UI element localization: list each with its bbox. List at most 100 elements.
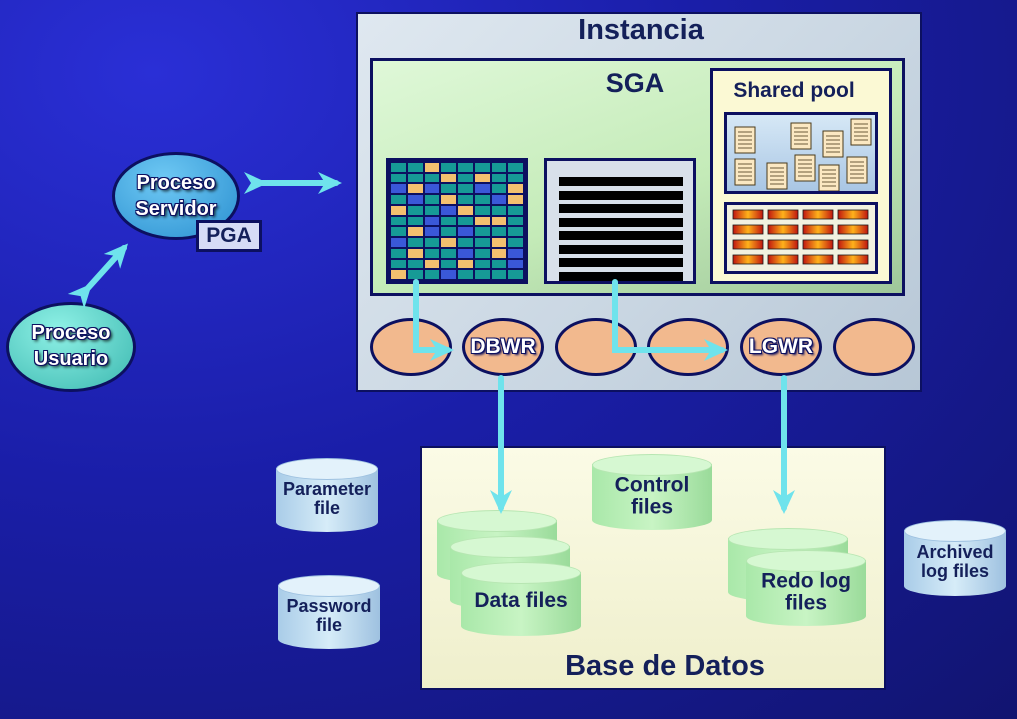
buffer-block (391, 270, 406, 279)
buffer-block (458, 195, 473, 204)
buffer-block (407, 248, 423, 258)
buffer-block (491, 163, 507, 172)
buffer-block (508, 248, 523, 258)
document-icon (766, 162, 788, 190)
lgwr-process: LGWR (740, 318, 822, 376)
buffer-block (424, 238, 440, 247)
redo-entry (559, 217, 683, 227)
server-process-label: Proceso Servidor (135, 172, 217, 220)
buffer-block (491, 205, 507, 215)
buffer-block (474, 259, 490, 269)
document-icon (734, 126, 756, 154)
buffer-block (491, 227, 507, 237)
archived-log-files-cylinder: Archived log files (904, 520, 1006, 596)
buffer-block (424, 259, 440, 269)
buffer-block (491, 238, 507, 247)
buffer-block (508, 173, 523, 183)
buffer-block (508, 184, 523, 194)
redo-entry (559, 204, 683, 213)
buffer-block (474, 184, 490, 194)
document-icon (850, 118, 872, 146)
control-files-label: Control files (614, 473, 690, 519)
buffer-block (491, 216, 507, 226)
library-cache (724, 112, 878, 194)
redo-entry (559, 258, 683, 267)
buffer-block (391, 238, 406, 247)
buffer-block (491, 184, 507, 194)
buffer-block (491, 173, 507, 183)
buffer-block (424, 173, 440, 183)
redo-entry (559, 244, 683, 254)
buffer-block (508, 227, 523, 237)
database-title: Base de Datos (565, 650, 765, 682)
buffer-block (407, 163, 423, 172)
buffer-block (458, 259, 473, 269)
dictionary-block (767, 239, 799, 250)
redo-log-files-label: Redo log files (761, 569, 851, 615)
document-icon (734, 158, 756, 186)
buffer-block (474, 216, 490, 226)
dbwr-process: DBWR (462, 318, 544, 376)
buffer-block (391, 184, 406, 194)
dictionary-block (802, 224, 834, 235)
user-process-label: Proceso Usuario (31, 322, 111, 370)
buffer-block (391, 163, 406, 172)
background-process-4 (647, 318, 729, 376)
buffer-block (424, 270, 440, 279)
buffer-block (474, 195, 490, 204)
buffer-block (474, 173, 490, 183)
instance-title: Instancia (578, 14, 704, 46)
buffer-block (441, 248, 456, 258)
archived-log-files-label: Archived log files (916, 541, 994, 581)
dictionary-block (732, 239, 764, 250)
buffer-block (441, 238, 456, 247)
buffer-block (508, 259, 523, 269)
buffer-block (424, 216, 440, 226)
buffer-block (441, 270, 456, 279)
buffer-block (474, 227, 490, 237)
document-icon (790, 122, 812, 150)
shared-pool-title: Shared pool (733, 79, 855, 102)
redo-log-files-cylinder: Redo log files (746, 550, 866, 626)
buffer-block (407, 216, 423, 226)
dictionary-block (802, 254, 834, 265)
dictionary-block (732, 209, 764, 220)
buffer-block (491, 259, 507, 269)
buffer-block (407, 173, 423, 183)
buffer-block (407, 259, 423, 269)
buffer-block (491, 248, 507, 258)
dictionary-block (802, 209, 834, 220)
sga-title: SGA (605, 68, 665, 98)
buffer-block (458, 248, 473, 258)
redo-entry (559, 231, 683, 240)
buffer-block (458, 238, 473, 247)
buffer-block (441, 205, 456, 215)
buffer-block (407, 227, 423, 237)
buffer-block (391, 195, 406, 204)
background-process-3 (555, 318, 637, 376)
document-icon (818, 164, 840, 192)
dictionary-block (767, 224, 799, 235)
buffer-block (441, 173, 456, 183)
buffer-block (407, 270, 423, 279)
background-process-6 (833, 318, 915, 376)
buffer-block (491, 195, 507, 204)
password-file-cylinder: Password file (278, 575, 380, 649)
dictionary-cache-blocks (732, 209, 869, 265)
buffer-block (508, 216, 523, 226)
database-buffer-cache (386, 158, 528, 284)
buffer-block (407, 195, 423, 204)
buffer-block (424, 163, 440, 172)
buffer-block (508, 270, 523, 279)
redo-entry (559, 190, 683, 200)
user-process-ellipse (6, 302, 136, 392)
dictionary-block (767, 209, 799, 220)
buffer-block (441, 163, 456, 172)
buffer-block (508, 163, 523, 172)
buffer-block (407, 205, 423, 215)
document-icon (846, 156, 868, 184)
buffer-block (424, 195, 440, 204)
dictionary-block (837, 254, 869, 265)
dictionary-block (837, 224, 869, 235)
library-cache-documents (734, 118, 872, 192)
